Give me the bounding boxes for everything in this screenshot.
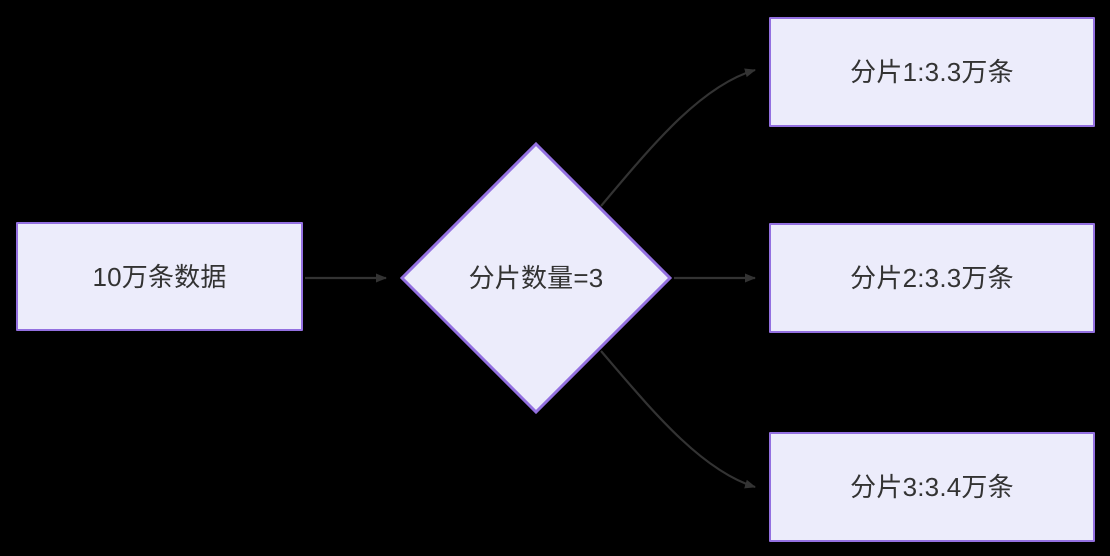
node-shard2-label: 分片2:3.3万条	[850, 263, 1014, 293]
node-shard3-label: 分片3:3.4万条	[850, 472, 1014, 502]
node-source-label: 10万条数据	[92, 261, 227, 292]
diamond-shape	[400, 142, 672, 414]
node-decision[interactable]: 分片数量=3	[400, 142, 672, 414]
node-shard1-label: 分片1:3.3万条	[850, 57, 1014, 87]
node-decision-label: 分片数量=3	[468, 263, 604, 293]
node-shard3[interactable]: 分片3:3.4万条	[769, 432, 1095, 542]
node-source[interactable]: 10万条数据	[16, 222, 303, 331]
node-shard2[interactable]: 分片2:3.3万条	[769, 223, 1095, 333]
node-shard1[interactable]: 分片1:3.3万条	[769, 17, 1095, 127]
